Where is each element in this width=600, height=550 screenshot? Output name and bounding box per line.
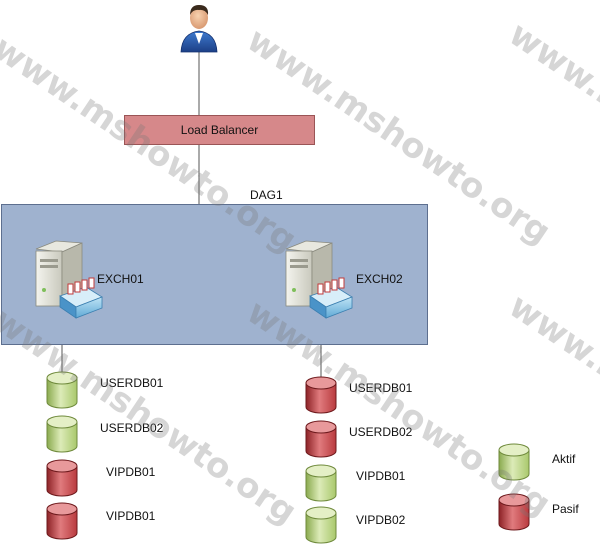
load-balancer-label: Load Balancer xyxy=(180,123,259,137)
load-balancer: Load Balancer xyxy=(124,115,315,145)
legend-passive-label: Pasif xyxy=(552,502,579,516)
database-cylinder-exch01-4 xyxy=(46,502,78,540)
server-icon-exch01 xyxy=(35,240,103,319)
database-cylinder-exch01-1 xyxy=(46,371,78,409)
dag-label: DAG1 xyxy=(250,188,283,202)
database-cylinder-exch02-2 xyxy=(305,420,337,458)
db-label-exch01-1: USERDB01 xyxy=(100,376,164,390)
database-cylinder-exch02-3 xyxy=(305,464,337,502)
server-icon-exch02 xyxy=(285,240,353,319)
database-cylinder-exch02-4 xyxy=(305,506,337,544)
legend-active-cylinder xyxy=(498,443,530,481)
db-label-exch02-4: VIPDB02 xyxy=(356,513,406,527)
database-cylinder-exch02-1 xyxy=(305,376,337,414)
server-label-exch01: EXCH01 xyxy=(97,272,144,286)
db-label-exch01-2: USERDB02 xyxy=(100,421,164,435)
legend-active-label: Aktif xyxy=(552,452,576,466)
server-label-exch02: EXCH02 xyxy=(356,272,403,286)
db-label-exch01-3: VIPDB01 xyxy=(106,465,156,479)
db-label-exch02-3: VIPDB01 xyxy=(356,469,406,483)
database-cylinder-exch01-2 xyxy=(46,415,78,453)
database-cylinder-exch01-3 xyxy=(46,459,78,497)
db-label-exch02-1: USERDB01 xyxy=(349,381,413,395)
db-label-exch02-2: USERDB02 xyxy=(349,425,413,439)
legend-passive-cylinder xyxy=(498,493,530,531)
db-label-exch01-4: VIPDB01 xyxy=(106,509,156,523)
